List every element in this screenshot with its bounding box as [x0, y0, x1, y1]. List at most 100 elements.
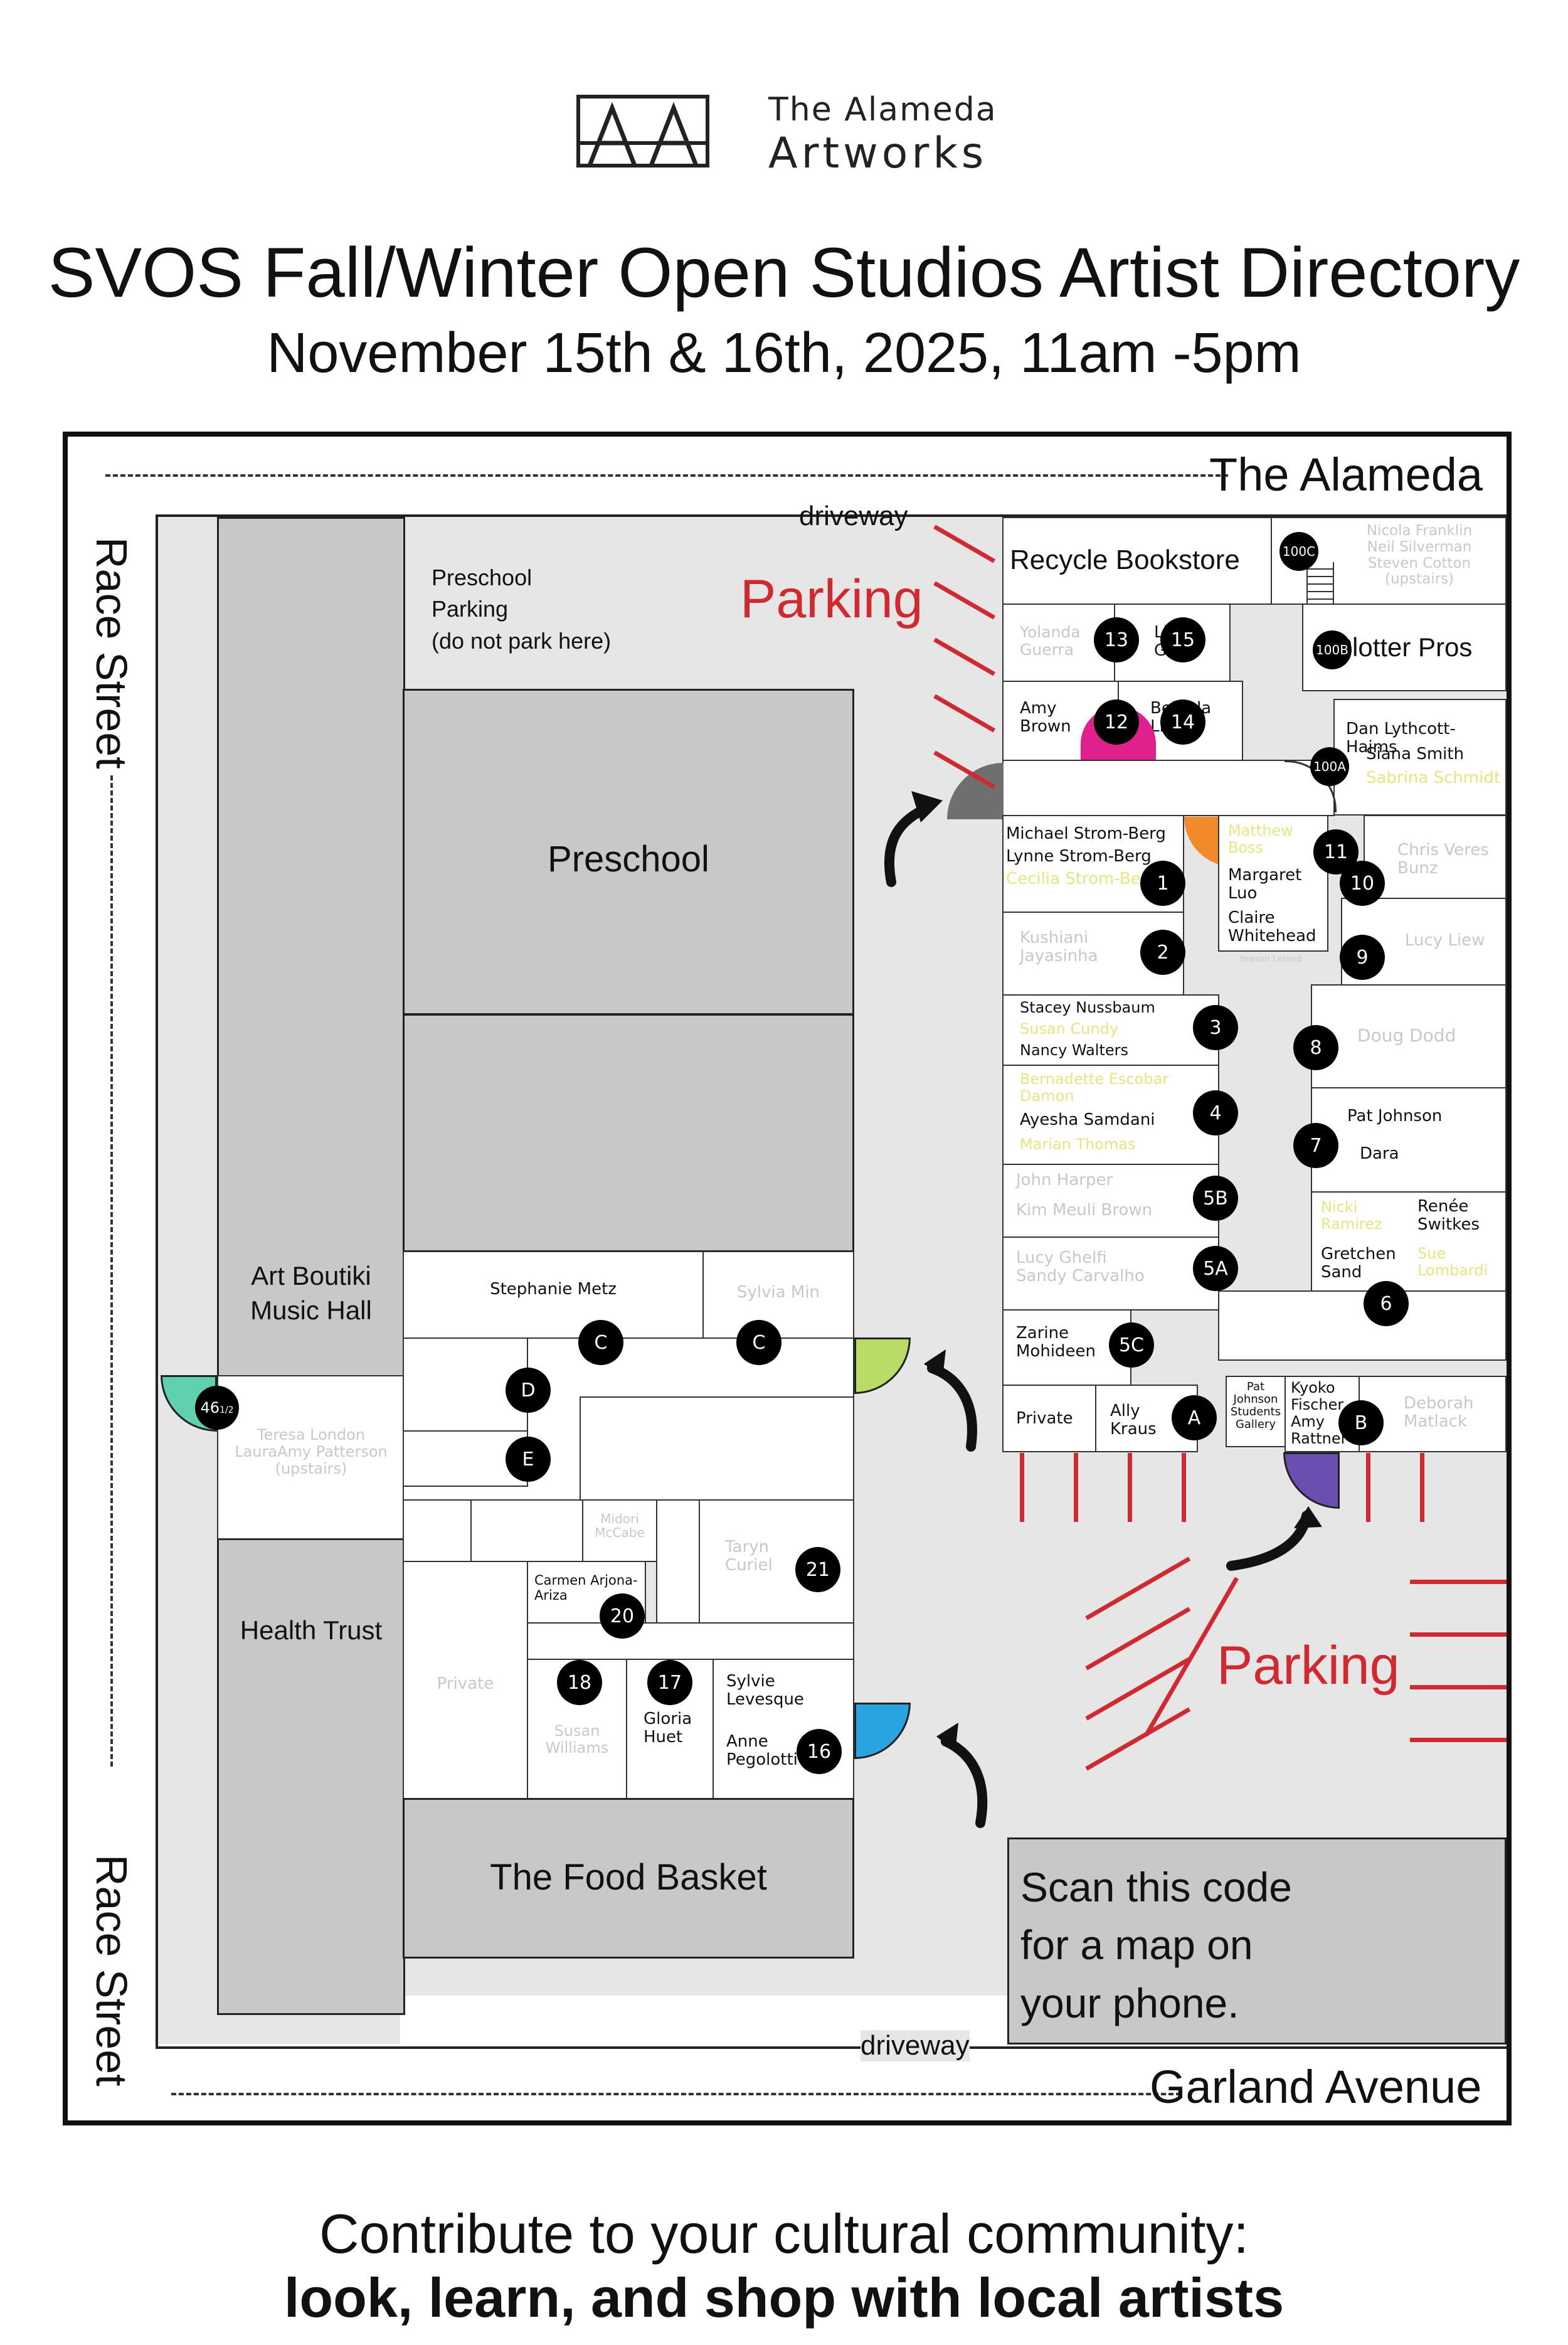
studio-16-room: Sylvie Levesque Anne Pegolotti: [712, 1659, 854, 1799]
stacey-name: Stacey Nussbaum: [1020, 999, 1155, 1016]
logo: [576, 94, 710, 168]
alameda-centerline: [105, 474, 1228, 477]
studio-11-room: Matthew Boss Margaret Luo Claire Whitehe…: [1218, 815, 1328, 952]
hall-room-e: [403, 1430, 528, 1487]
badge-a[interactable]: A: [1172, 1395, 1217, 1440]
badge-12[interactable]: 12: [1094, 699, 1139, 745]
studio-4-room: Bernadette Escobar Damon Ayesha Samdani …: [1002, 1065, 1219, 1165]
hall-room-narrow: [656, 1499, 700, 1625]
pj-gallery-room: Pat Johnson Students Gallery: [1226, 1376, 1286, 1447]
badge-100a[interactable]: 100A: [1310, 747, 1349, 786]
kyoko-amy-name: Kyoko Fischer Amy Rattner: [1291, 1379, 1347, 1447]
badge-13[interactable]: 13: [1094, 617, 1139, 662]
studio-17-room: Gloria Huet: [626, 1659, 714, 1799]
sabrina-name: Sabrina Schmidt: [1366, 768, 1501, 787]
badge-1[interactable]: 1: [1140, 861, 1185, 906]
badge-7[interactable]: 7: [1293, 1123, 1338, 1168]
badge-15[interactable]: 15: [1160, 617, 1205, 662]
badge-10[interactable]: 10: [1340, 861, 1385, 906]
logo-mark-icon: [576, 95, 709, 168]
gloria-huet-name: Gloria Huet: [644, 1710, 692, 1747]
badge-4[interactable]: 4: [1193, 1090, 1238, 1135]
badge-16[interactable]: 16: [797, 1729, 842, 1774]
taryn-curiel-name: Taryn Curiel: [725, 1538, 773, 1575]
zarine-name: Zarine Mohideen: [1016, 1324, 1096, 1361]
stephanie-metz-name: Stephanie Metz: [490, 1280, 617, 1299]
lynne-name: Lynne Strom-Berg: [1006, 847, 1152, 866]
badge-b[interactable]: B: [1338, 1400, 1384, 1445]
nicki-name: Nicki Ramirez: [1321, 1198, 1382, 1233]
badge-21[interactable]: 21: [795, 1547, 840, 1592]
studio-c-metz: Stephanie Metz: [403, 1251, 704, 1339]
arrow-to-purple-door-icon: [1226, 1511, 1311, 1571]
footer-line1: Contribute to your cultural community:: [319, 2203, 1249, 2265]
michael-name: Michael Strom-Berg: [1006, 824, 1166, 843]
renee-name: Renée Switkes: [1417, 1197, 1480, 1235]
bernadette-name: Bernadette Escobar Damon: [1020, 1070, 1169, 1105]
gretchen-name: Gretchen Sand: [1321, 1245, 1396, 1282]
ally-kraus-name: Ally Kraus: [1110, 1401, 1157, 1439]
badge-8[interactable]: 8: [1293, 1025, 1338, 1070]
doug-dodd-name: Doug Dodd: [1357, 1025, 1456, 1046]
org-name-line1: The Alameda: [768, 91, 997, 129]
scan-code-box[interactable]: Scan this code for a map on your phone.: [1007, 1837, 1507, 2045]
badge-14[interactable]: 14: [1160, 699, 1205, 745]
badge-c-metz[interactable]: C: [578, 1320, 623, 1365]
badge-100b[interactable]: 100B: [1313, 630, 1352, 669]
amy-brown-name: Amy Brown: [1020, 699, 1071, 736]
anne-pegolotti-name: Anne Pegolotti: [726, 1732, 798, 1770]
badge-5a[interactable]: 5A: [1193, 1246, 1238, 1291]
race-street-upper-label: Race Street: [87, 537, 136, 769]
studio-46-room: Teresa London LauraAmy Patterson (upstai…: [217, 1375, 405, 1539]
badge-100c[interactable]: 100C: [1279, 532, 1318, 571]
susan-williams-name: Susan Williams: [545, 1722, 609, 1757]
hall-corridor-bottom: [527, 1622, 854, 1660]
siana-name: Siana Smith: [1366, 745, 1465, 763]
badge-d[interactable]: D: [506, 1368, 551, 1413]
art-boutiki-label: Art Boutiki Music Hall: [250, 1261, 372, 1325]
preschool-annex: [403, 1014, 854, 1252]
scan-code-text: Scan this code for a map on your phone.: [1020, 1864, 1292, 2026]
art-boutiki-building: Art Boutiki Music Hall: [217, 517, 405, 1381]
footer-line2: look, learn, and shop with local artists: [283, 2267, 1285, 2329]
badge-2[interactable]: 2: [1140, 930, 1185, 975]
badge-5c[interactable]: 5C: [1109, 1322, 1154, 1368]
badge-c-min[interactable]: C: [736, 1320, 781, 1365]
street-garland: [156, 2046, 1507, 2120]
marian-name: Marian Thomas: [1020, 1135, 1136, 1153]
the-alameda-label: The Alameda: [1209, 449, 1483, 501]
yeason-name: Yeason Leland: [1239, 954, 1302, 964]
health-trust-label: Health Trust: [240, 1615, 383, 1645]
nancy-name: Nancy Walters: [1020, 1041, 1129, 1059]
studio-deborah-room: Deborah Matlack: [1359, 1376, 1507, 1452]
badge-5b[interactable]: 5B: [1193, 1176, 1238, 1221]
page-subtitle: November 15th & 16th, 2025, 11am -5pm: [267, 322, 1301, 385]
arrow-head-green-icon: [924, 1349, 946, 1378]
preschool-parking-label: Preschool Parking (do not park here): [432, 565, 612, 654]
badge-3[interactable]: 3: [1193, 1005, 1238, 1050]
page-title: SVOS Fall/Winter Open Studios Artist Dir…: [48, 233, 1520, 312]
driveway-top-label: driveway: [799, 501, 908, 531]
arrow-head-purple-icon: [1294, 1506, 1322, 1528]
kushiani-name: Kushiani Jayasinha: [1020, 928, 1098, 966]
badge-17[interactable]: 17: [647, 1660, 692, 1705]
parking-label-top: Parking: [740, 569, 923, 629]
food-basket-label: The Food Basket: [490, 1857, 767, 1898]
margaret-name: Margaret Luo: [1228, 866, 1302, 903]
pat-johnson-name: Pat Johnson: [1347, 1107, 1443, 1125]
studio-c-min: Sylvia Min: [702, 1251, 854, 1339]
private-left-label: Private: [437, 1674, 494, 1693]
dan-name: Dan Lythcott-Haims: [1346, 720, 1456, 757]
studio-20-room: Carmen Arjona- Ariza: [527, 1561, 646, 1624]
claire-name: Claire Whitehead: [1228, 908, 1316, 946]
badge-18[interactable]: 18: [557, 1660, 602, 1705]
badge-20[interactable]: 20: [600, 1593, 645, 1639]
race-street-lower-label: Race Street: [87, 1854, 136, 2087]
studio-3-room: Stacey Nussbaum Susan Cundy Nancy Walter…: [1002, 994, 1219, 1066]
badge-e[interactable]: E: [506, 1437, 551, 1482]
yolanda-name: Yolanda Guerra: [1020, 623, 1081, 659]
badge-9[interactable]: 9: [1340, 935, 1385, 980]
badge-6[interactable]: 6: [1364, 1281, 1409, 1326]
garland-avenue-label: Garland Avenue: [1150, 2061, 1482, 2113]
